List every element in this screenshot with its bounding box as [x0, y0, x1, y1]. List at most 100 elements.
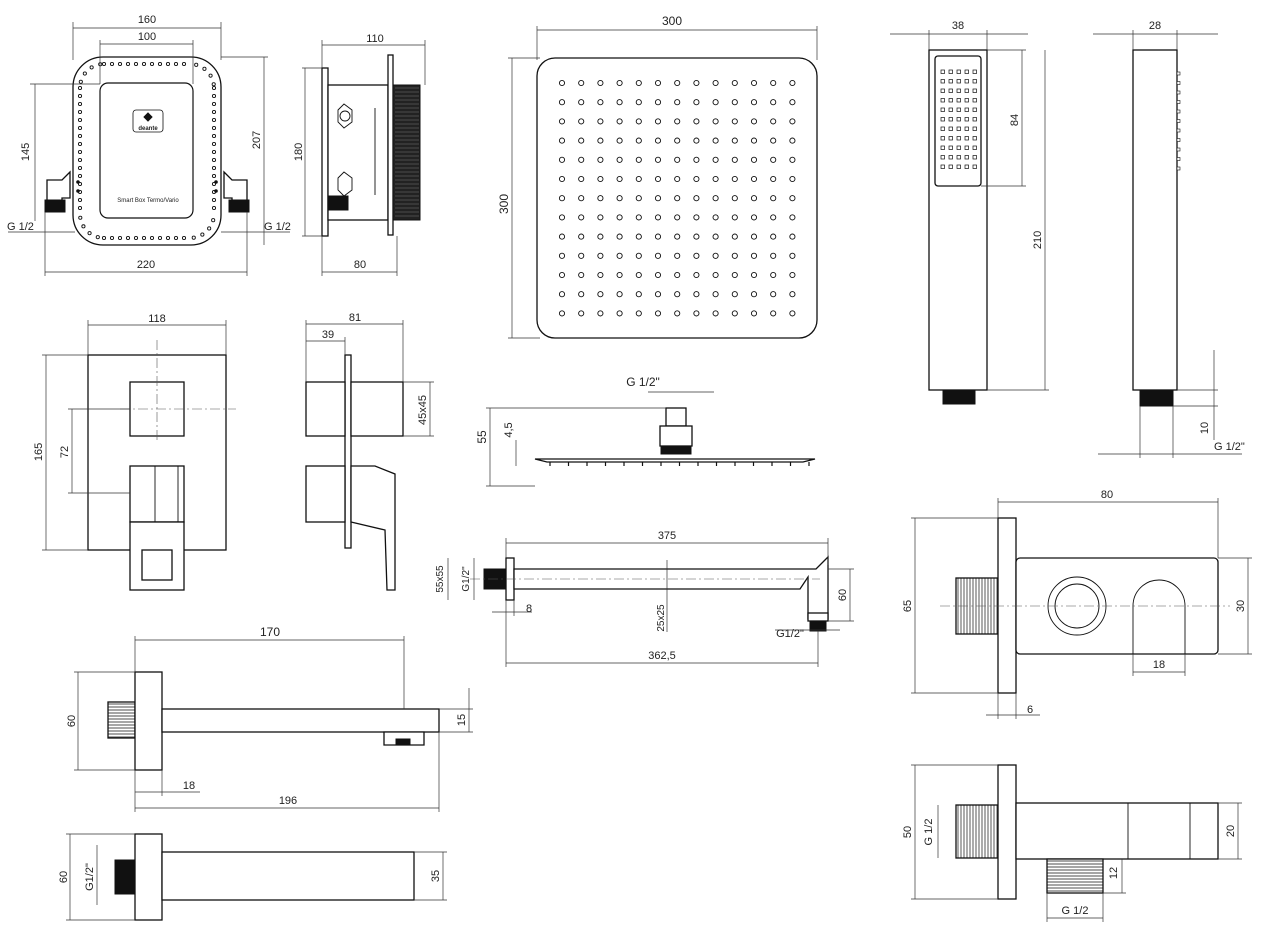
rain-nozzle [616, 291, 623, 298]
dim-shower-side-plate: 4,5 [503, 422, 515, 437]
rain-nozzle [750, 233, 758, 240]
rain-nozzle [578, 214, 585, 221]
rain-nozzle [674, 118, 681, 125]
mixer-side-lever-rear [305, 465, 346, 523]
rain-nozzle [712, 214, 719, 221]
box-marker [76, 189, 80, 193]
box-hole [211, 197, 217, 203]
rain-nozzle [789, 195, 796, 202]
dim-box-thread-right: G 1/2 [264, 221, 291, 233]
rain-nozzle [789, 79, 796, 87]
dim-box-left-height: 145 [20, 143, 32, 161]
box-hole [117, 235, 123, 241]
hand-nozzle [948, 145, 953, 150]
box-hole [211, 205, 217, 211]
box-hole [77, 197, 83, 203]
arm-thread-right [809, 620, 827, 632]
hand-side-nozzle [1176, 166, 1181, 171]
dim-hand-side-connector: 10 [1199, 422, 1211, 434]
box-hole [149, 235, 155, 241]
mixer-side: 81 39 45x45 [305, 312, 434, 591]
dim-hand-side-thread: G 1/2" [1214, 441, 1245, 453]
rain-nozzle [558, 233, 566, 240]
mixer-lever-base [129, 465, 185, 523]
rain-nozzle [635, 175, 642, 183]
rain-nozzle [750, 99, 758, 106]
rain-nozzle [789, 252, 796, 259]
holder-cradle [1132, 579, 1186, 654]
rain-nozzle [693, 99, 700, 106]
rain-nozzle [770, 214, 777, 221]
box-marker [214, 189, 218, 193]
dim-arm-section: 25x25 [656, 604, 667, 632]
rain-nozzle [731, 99, 738, 106]
hand-shower-holder-top: 80 65 30 18 6 [902, 489, 1252, 719]
rain-nozzle [558, 291, 566, 298]
box-side-ribs [395, 87, 419, 217]
hand-nozzle [948, 69, 953, 74]
rain-nozzle [654, 233, 662, 240]
box-mounting-holes [76, 61, 218, 241]
hand-nozzle [940, 136, 945, 141]
box-marker [76, 180, 80, 184]
dim-spout-thickness: 15 [456, 714, 468, 726]
hand-shower-connector [942, 389, 976, 405]
dim-holder-side-thread: G 1/2 [923, 819, 935, 846]
rain-nozzle [712, 233, 719, 240]
rain-nozzle [597, 175, 604, 183]
box-hole [181, 61, 187, 67]
box-hole [95, 235, 100, 240]
rain-nozzle [558, 271, 566, 279]
shower-side-connector [665, 407, 687, 427]
rain-nozzle [770, 252, 777, 259]
box-hole [77, 165, 83, 171]
rain-nozzle [674, 214, 681, 221]
box-thread-right [228, 199, 250, 213]
rain-nozzle [789, 118, 796, 125]
rain-nozzle [770, 291, 777, 298]
shower-side-nut [660, 445, 692, 455]
rain-nozzle [693, 252, 700, 259]
box-hole [211, 149, 217, 155]
rain-nozzle [693, 175, 700, 183]
rain-nozzle [558, 99, 566, 106]
box-hole [157, 235, 163, 241]
rain-nozzle [770, 233, 777, 240]
box-hole [141, 61, 147, 67]
spout-bottom-body [161, 851, 415, 901]
hand-side-connector [1139, 389, 1174, 407]
rain-nozzle [635, 137, 642, 144]
mixer-lever-grip [141, 549, 173, 581]
rain-nozzle [558, 118, 566, 125]
rain-shower-top-view: 300 300 [497, 14, 818, 339]
rain-nozzle [616, 310, 623, 317]
rain-nozzle [578, 233, 585, 240]
rain-nozzle [654, 195, 662, 202]
rain-nozzle [654, 175, 662, 183]
spout-thread [107, 701, 136, 739]
rain-nozzle [635, 79, 642, 87]
rain-nozzle [770, 195, 777, 202]
hand-nozzle [964, 155, 969, 160]
shower-arm: 375 55x55 G1/2" 25x25 60 G1/2" 8 362,5 [435, 530, 854, 667]
hand-nozzle [940, 164, 945, 169]
dim-mixer-side-knob: 45x45 [417, 395, 429, 425]
rain-nozzle [712, 291, 719, 298]
hand-nozzle [972, 98, 977, 103]
rain-nozzle [731, 156, 738, 163]
dim-box-side-top: 110 [366, 33, 384, 45]
hand-shower-front: 38 84 210 [890, 20, 1049, 405]
rain-nozzle [789, 310, 796, 317]
hand-side-nozzle [1176, 138, 1181, 142]
rain-nozzle [674, 195, 681, 202]
box-thread-left [44, 199, 66, 213]
mixer-side-knob-rear [305, 381, 346, 437]
rain-nozzle [789, 137, 796, 144]
dim-box-right-height: 207 [251, 131, 263, 149]
rain-nozzle [597, 214, 604, 221]
bath-spout-bottom: 60 G1/2" 35 [58, 833, 447, 921]
spout-bottom-thread [114, 859, 136, 895]
box-hole [157, 61, 163, 67]
rain-nozzle [693, 118, 700, 125]
rain-nozzle [770, 137, 777, 144]
